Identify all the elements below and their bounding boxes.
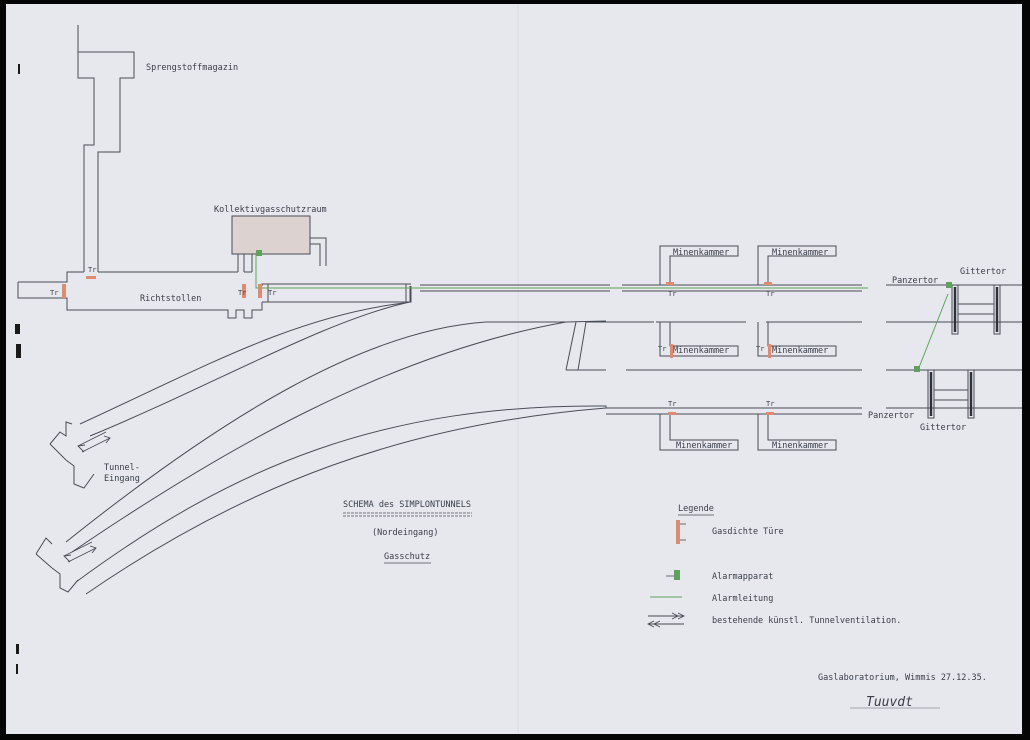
label-kollektivgasschutzraum: Kollektivgasschutzraum <box>214 205 327 215</box>
drawing-sheet: Tr Tr Tr Tr Tr Tr Tr Tr Tr Tr Sprengstof… <box>6 4 1022 734</box>
svg-text:Tr: Tr <box>658 345 666 353</box>
title-line-1: SCHEMA des SIMPLONTUNNELS <box>343 500 471 510</box>
label-minenkammer-1: Minenkammer <box>673 248 729 258</box>
label-panzertor-bottom: Panzertor <box>868 411 914 421</box>
svg-text:Tr: Tr <box>766 290 774 298</box>
label-minenkammer-3: Minenkammer <box>673 346 729 356</box>
signature: Tuuvdt <box>866 695 913 710</box>
label-tunnel-eingang-2: Eingang <box>104 474 140 484</box>
legend: Legende Gasdichte Türe Alarmapparat Alar… <box>646 504 901 628</box>
legend-heading: Legende <box>678 504 714 514</box>
alarm-line <box>255 254 949 371</box>
edge-marks <box>15 64 21 674</box>
legend-door-symbol <box>676 520 686 544</box>
svg-text:Tr: Tr <box>766 400 774 408</box>
paper <box>6 4 1022 734</box>
label-richtstollen: Richtstollen <box>140 294 201 304</box>
svg-text:Tr: Tr <box>668 400 676 408</box>
svg-text:Tr: Tr <box>88 266 96 274</box>
legend-item-line: Alarmleitung <box>712 594 773 604</box>
svg-text:Tr: Tr <box>238 289 246 297</box>
svg-text:Tr: Tr <box>268 289 276 297</box>
legend-item-door: Gasdichte Türe <box>712 527 784 537</box>
door-markers: Tr Tr Tr Tr Tr Tr Tr Tr Tr Tr <box>50 266 774 408</box>
title-block: SCHEMA des SIMPLONTUNNELS (Nordeingang) … <box>343 500 472 564</box>
alarm-apparatus <box>256 250 952 372</box>
tunnel-schematic: Tr Tr Tr Tr Tr Tr Tr Tr Tr Tr Sprengstof… <box>6 4 1022 734</box>
legend-item-arrows: bestehende künstl. Tunnelventilation. <box>712 616 901 626</box>
label-minenkammer-4: Minenkammer <box>772 346 828 356</box>
svg-text:Tr: Tr <box>668 290 676 298</box>
label-minenkammer-5: Minenkammer <box>676 441 732 451</box>
label-sprengstoffmagazin: Sprengstoffmagazin <box>146 63 238 73</box>
issuer-date: Gaslaboratorium, Wimmis 27.12.35. <box>818 673 987 683</box>
label-panzertor-top: Panzertor <box>892 276 938 286</box>
svg-text:Tr: Tr <box>756 345 764 353</box>
label-tunnel-eingang-1: Tunnel- <box>104 463 140 473</box>
ventilation-arrows <box>63 431 111 563</box>
title-line-2: (Nordeingang) <box>372 528 439 538</box>
heavy-gates <box>929 287 999 416</box>
legend-alarm-symbol <box>666 570 680 580</box>
label-minenkammer-2: Minenkammer <box>772 248 828 258</box>
gas-doors <box>62 276 774 415</box>
label-gittertor-bottom: Gittertor <box>920 423 966 433</box>
legend-item-alarm: Alarmapparat <box>712 572 773 582</box>
legend-arrows-symbol <box>646 612 686 628</box>
svg-text:Tr: Tr <box>50 289 58 297</box>
label-minenkammer-6: Minenkammer <box>772 441 828 451</box>
tunnel-walls <box>17 25 1022 595</box>
title-line-3: Gasschutz <box>384 552 430 562</box>
label-gittertor-top: Gittertor <box>960 267 1006 277</box>
